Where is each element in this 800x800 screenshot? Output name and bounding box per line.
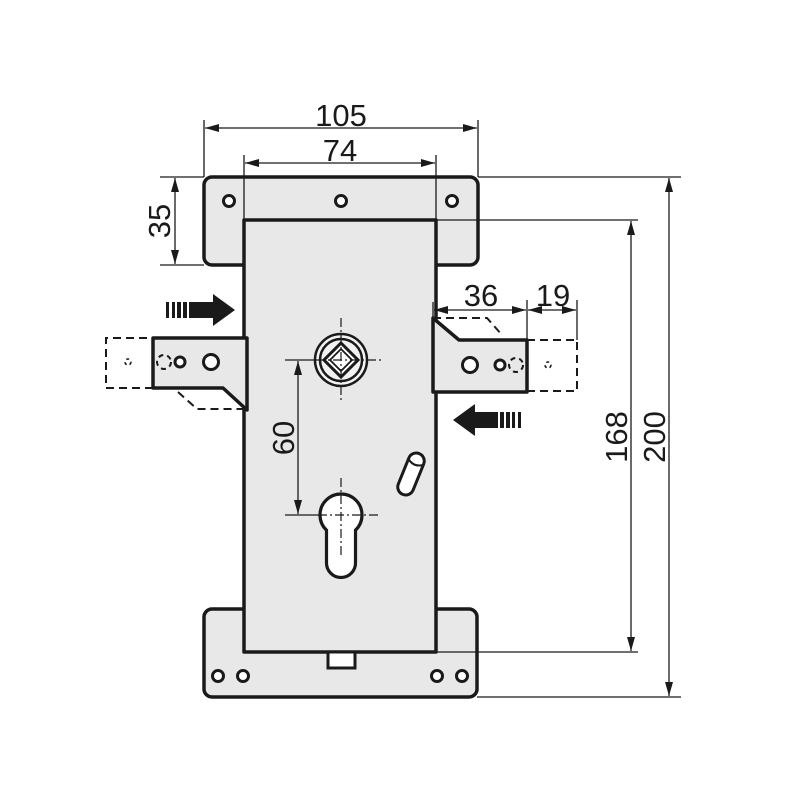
- bracket-extended-outline: [105, 337, 160, 389]
- dimension-label: 60: [266, 421, 301, 455]
- mounting-hole: [222, 194, 236, 208]
- dimension-spindle-to-cylinder: 60: [266, 359, 318, 516]
- bracket-hole: [202, 353, 220, 371]
- bottom-tab: [326, 650, 357, 670]
- bracket-hole-extended: [508, 357, 524, 373]
- dimension-bracket-extension: 36: [432, 278, 528, 340]
- mounting-hole: [430, 669, 444, 683]
- bracket-hole-extended: [124, 358, 132, 366]
- bracket-hole: [173, 355, 187, 369]
- right-sliding-bracket: [431, 316, 578, 394]
- bracket-hole-extended: [544, 361, 552, 369]
- dimension-overall-height: 200: [477, 176, 681, 698]
- bracket-outline: [151, 336, 249, 412]
- bracket-extended-outline: [527, 339, 578, 392]
- left-sliding-bracket: [105, 336, 249, 412]
- dimension-bracket-travel: 19: [528, 278, 578, 340]
- dimension-body-width: 74: [243, 133, 437, 220]
- bracket-extended-outline: [433, 317, 503, 336]
- bracket-extended-outline: [177, 391, 246, 410]
- slot-outline: [396, 451, 426, 497]
- push-left-arrow-icon: [453, 404, 521, 436]
- bracket-hole-extended: [156, 354, 172, 370]
- dimension-label: 200: [637, 411, 672, 463]
- push-right-arrow-icon: [166, 294, 235, 326]
- mounting-hole: [334, 194, 348, 208]
- bracket-outline: [431, 316, 529, 394]
- lock-body: [242, 218, 438, 654]
- dimension-body-height: 168: [436, 219, 638, 653]
- bracket-hole: [493, 358, 507, 372]
- dimension-label: 35: [142, 204, 177, 238]
- mounting-hole: [455, 669, 469, 683]
- dimension-label: 105: [315, 98, 367, 133]
- mounting-hole: [445, 194, 459, 208]
- dimension-label: 74: [323, 133, 357, 168]
- dimension-label: 36: [464, 278, 498, 313]
- mounting-hole: [211, 669, 225, 683]
- dimension-overall-width: 105: [203, 98, 479, 177]
- dimension-label: 168: [599, 411, 634, 463]
- slot-pin-top: [407, 458, 424, 467]
- oblique-slot: [396, 451, 426, 497]
- dimension-plate-height: 35: [142, 176, 204, 266]
- mounting-hole: [236, 669, 250, 683]
- dimension-label: 19: [536, 278, 570, 313]
- bracket-hole: [461, 356, 479, 374]
